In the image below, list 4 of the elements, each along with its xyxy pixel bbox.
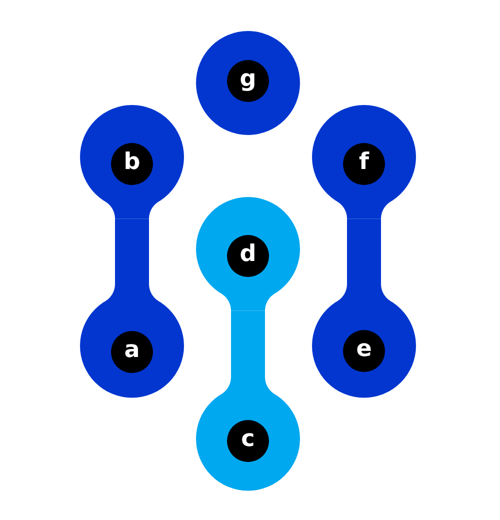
node-disc — [196, 31, 300, 135]
connector-band — [231, 310, 265, 378]
connector-band — [347, 218, 381, 284]
connector-band — [115, 218, 149, 284]
